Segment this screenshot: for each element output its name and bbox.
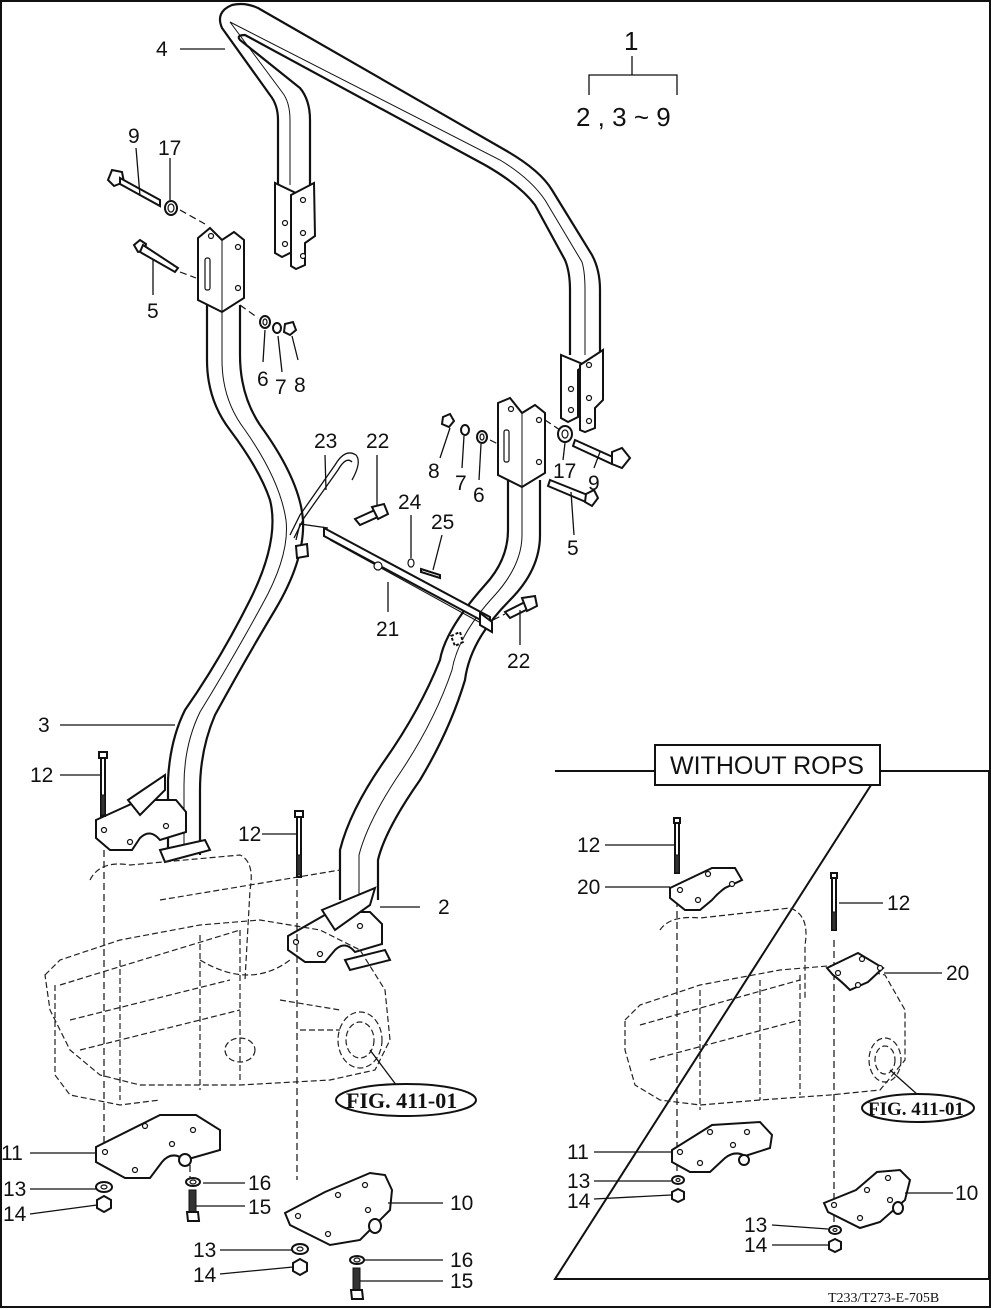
inset-title-box	[654, 744, 881, 786]
assembly-number: 1	[624, 26, 638, 56]
callout-12: 12	[30, 764, 53, 787]
callout-7: 7	[275, 376, 287, 399]
callout-25: 25	[431, 511, 454, 534]
callout-5-right: 5	[567, 537, 579, 560]
callout-23: 23	[314, 430, 337, 453]
callout-22: 22	[366, 430, 389, 453]
callout-4: 4	[156, 38, 168, 61]
figure-reference-inset-label[interactable]: FIG. 411-01	[868, 1099, 964, 1120]
assembly-components: 2 , 3 ~ 9	[576, 102, 671, 132]
leader-lines	[29, 48, 601, 1282]
inset-callout-20: 20	[577, 876, 600, 899]
callout-8-right: 8	[428, 460, 440, 483]
inset-callout-11: 11	[567, 1141, 589, 1164]
rops-upper-frame	[218, 2, 604, 434]
inset-callout-14-lower: 14	[744, 1234, 768, 1257]
rops-right-post	[287, 396, 546, 972]
callout-6: 6	[257, 368, 269, 391]
inset-callout-12: 12	[577, 834, 600, 857]
callout-labels: 4 9 17 5 6 7 8 23 22 24 25 21 22 8 7 6 1…	[1, 38, 600, 1293]
figure-reference-main[interactable]: FIG. 411-01	[335, 1049, 477, 1117]
callout-2: 2	[438, 896, 450, 919]
figure-reference-inset[interactable]: FIG. 411-01	[861, 1093, 975, 1123]
callout-14: 14	[3, 1203, 27, 1226]
inset-callout-12-right: 12	[887, 892, 910, 915]
callout-21: 21	[376, 618, 399, 641]
callout-17: 17	[158, 137, 181, 160]
callout-12-right: 12	[238, 823, 261, 846]
callout-3: 3	[38, 714, 50, 737]
callout-5: 5	[147, 300, 159, 323]
inset-title: WITHOUT ROPS	[670, 752, 864, 780]
inset-callout-13: 13	[567, 1170, 590, 1193]
upper-left-hardware	[106, 168, 298, 337]
callout-6-right: 6	[473, 484, 485, 507]
callout-11: 11	[1, 1142, 23, 1165]
callout-16-lower: 16	[450, 1249, 473, 1272]
inset-callout-13-lower: 13	[744, 1214, 767, 1237]
lower-brackets-main	[95, 1114, 394, 1300]
callout-9-right: 9	[588, 472, 600, 495]
callout-24: 24	[398, 491, 422, 514]
inset-callout-14: 14	[567, 1190, 591, 1213]
callout-15: 15	[248, 1196, 271, 1219]
callout-9: 9	[128, 125, 140, 148]
upper-right-hardware	[440, 412, 632, 508]
callout-13: 13	[3, 1178, 26, 1201]
inset-callout-20-right: 20	[946, 962, 969, 985]
drawing-code: T233/T273-E-705B	[828, 1291, 939, 1306]
mounting-bolts-main	[98, 751, 304, 878]
transmission-housing-ghost	[44, 850, 391, 1240]
callout-15-lower: 15	[450, 1270, 473, 1293]
rops-left-post	[95, 226, 305, 864]
callout-13-lower: 13	[193, 1239, 216, 1262]
callout-16: 16	[248, 1172, 271, 1195]
callout-22-lower: 22	[507, 650, 530, 673]
callout-8: 8	[294, 374, 306, 397]
crossbar-assembly	[289, 452, 539, 648]
inset-callout-10: 10	[955, 1182, 978, 1205]
assembly-key: 1 2 , 3 ~ 9	[576, 26, 678, 132]
callout-7-right: 7	[455, 472, 467, 495]
figure-reference-main-label[interactable]: FIG. 411-01	[346, 1088, 457, 1113]
callout-17-right: 17	[553, 460, 576, 483]
callout-14-lower: 14	[193, 1264, 217, 1287]
callout-10: 10	[450, 1192, 473, 1215]
inset-without-rops: WITHOUT ROPS	[553, 744, 990, 1280]
